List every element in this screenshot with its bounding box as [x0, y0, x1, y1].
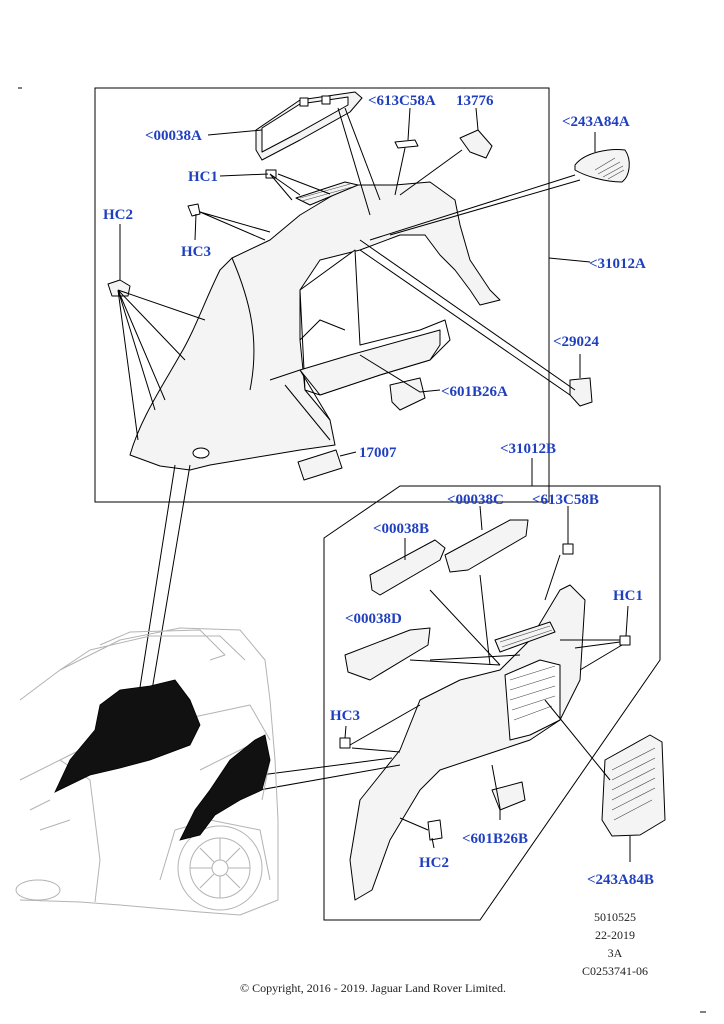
- quarter-trim-panel-31012a[interactable]: [129, 181, 501, 471]
- clip-hc1-bottom[interactable]: [619, 635, 631, 646]
- callout-hc1-bottom[interactable]: HC1: [613, 588, 643, 604]
- callout-00038c[interactable]: <00038C: [447, 492, 504, 508]
- meta-line-3: 3A: [608, 946, 623, 960]
- meta-line-2: 22-2019: [595, 928, 635, 942]
- callout-243a84a[interactable]: <243A84A: [562, 114, 630, 130]
- leader-31012a: [548, 257, 591, 263]
- upper-assembly-frame: [94, 87, 550, 503]
- callout-613c58a[interactable]: <613C58A: [368, 93, 436, 109]
- callout-243a84b[interactable]: <243A84B: [587, 872, 654, 888]
- quarter-trim-panel-31012b[interactable]: [349, 584, 586, 901]
- meta-line-4: C0253741-06: [582, 964, 648, 978]
- lower-assembly-frame: [323, 485, 661, 921]
- grille-243a84b[interactable]: [601, 734, 666, 837]
- callout-hc2-bottom[interactable]: HC2: [419, 855, 449, 871]
- callout-601b26a[interactable]: <601B26A: [441, 384, 508, 400]
- bracket-00038b[interactable]: [369, 539, 446, 596]
- callout-00038d[interactable]: <00038D: [345, 611, 402, 627]
- callout-613c58b[interactable]: <613C58B: [532, 492, 599, 508]
- vehicle-outline: [15, 627, 279, 916]
- bracket-29024[interactable]: [569, 377, 593, 407]
- bracket-00038d[interactable]: [344, 627, 431, 681]
- callout-hc3-bottom[interactable]: HC3: [330, 708, 360, 724]
- clip-hc3-top[interactable]: [187, 203, 201, 217]
- callout-00038a[interactable]: <00038A: [145, 128, 202, 144]
- callout-31012b[interactable]: <31012B: [500, 441, 556, 457]
- callout-hc2-top[interactable]: HC2: [103, 207, 133, 223]
- callout-00038b[interactable]: <00038B: [373, 521, 429, 537]
- cup-601b26b[interactable]: [491, 781, 526, 811]
- trim-highlight-left: [54, 679, 201, 793]
- callout-29024[interactable]: <29024: [553, 334, 600, 350]
- pad-17007[interactable]: [297, 449, 343, 481]
- copyright-text: © Copyright, 2016 - 2019. Jaguar Land Ro…: [240, 981, 506, 995]
- vent-strip: [295, 181, 359, 206]
- cup-601b26a[interactable]: [389, 377, 426, 411]
- callout-17007[interactable]: 17007: [359, 445, 397, 461]
- cover-13776[interactable]: [459, 129, 493, 159]
- clip-613c58b[interactable]: [562, 543, 574, 555]
- meta-line-1: 5010525: [594, 910, 636, 924]
- clip-hc2-bottom[interactable]: [427, 819, 443, 841]
- leaders-bottom: [237, 458, 631, 862]
- trim-highlight-right: [179, 734, 271, 841]
- grille-243a84a[interactable]: [574, 149, 630, 183]
- callout-13776[interactable]: 13776: [456, 93, 494, 109]
- clip-hc3-bottom[interactable]: [339, 737, 351, 749]
- callout-hc1-top[interactable]: HC1: [188, 169, 218, 185]
- callout-31012a[interactable]: <31012A: [589, 256, 646, 272]
- callout-601b26b[interactable]: <601B26B: [462, 831, 528, 847]
- leaders-top: [117, 107, 596, 703]
- bracket-00038c[interactable]: [444, 519, 529, 573]
- clip-613c58a[interactable]: [394, 139, 419, 149]
- bracket-00038a[interactable]: [255, 91, 363, 161]
- callout-hc3-top[interactable]: HC3: [181, 244, 211, 260]
